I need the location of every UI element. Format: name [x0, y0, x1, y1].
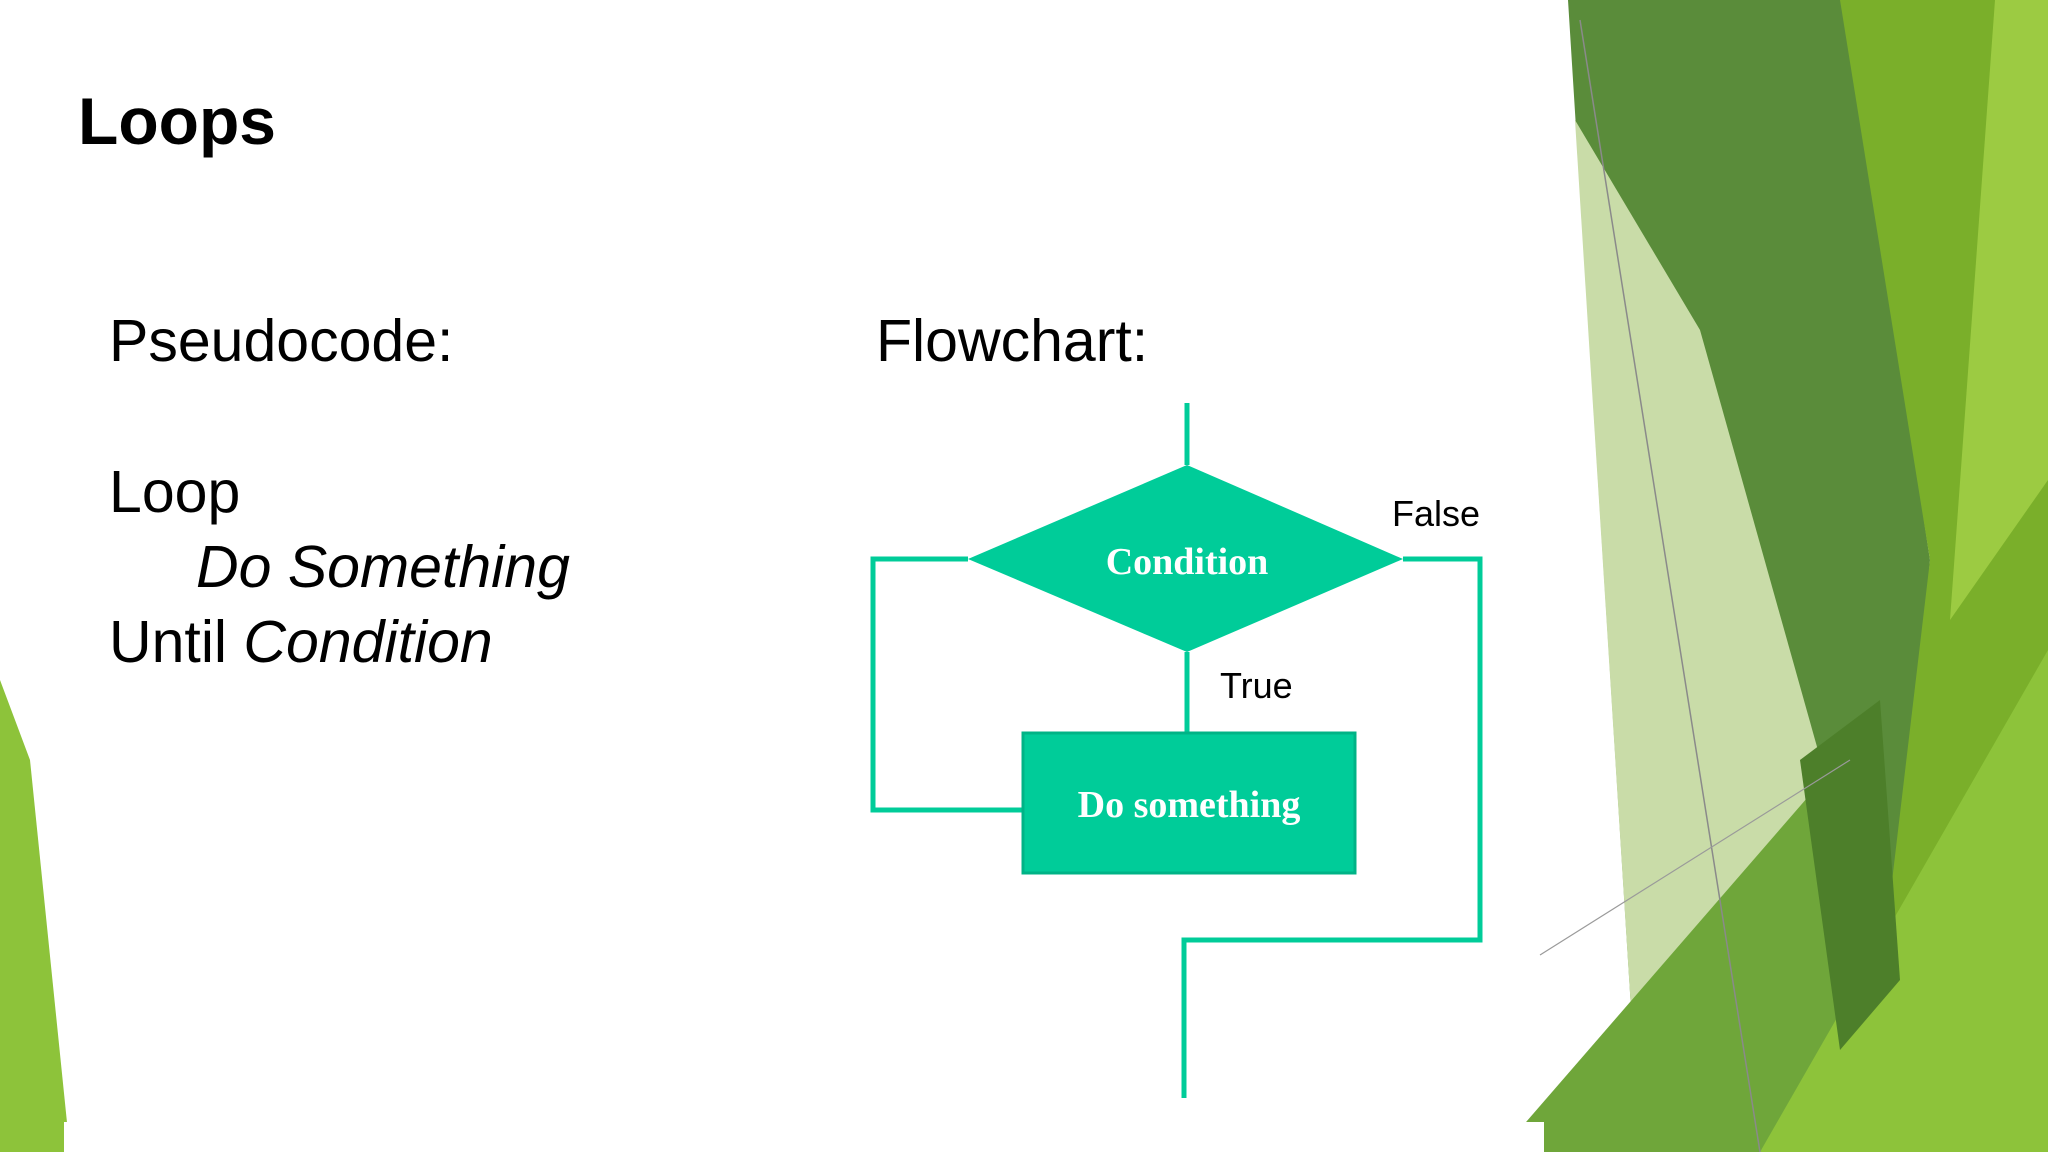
pseudocode-line-until: Until Condition	[109, 613, 493, 672]
pseudocode-line-do-something: Do Something	[196, 534, 570, 600]
condition-decision	[968, 465, 1403, 652]
thin-line	[1539, 759, 1851, 956]
white-mask-bottom	[64, 1122, 1544, 1152]
true-label: True	[1220, 665, 1293, 706]
until-condition: Condition	[243, 609, 493, 675]
flowchart-heading: Flowchart:	[876, 308, 1149, 374]
pseudocode-heading: Pseudocode:	[109, 308, 454, 374]
thin-line	[1579, 19, 1761, 1152]
green-facet-bright	[1950, 0, 2048, 620]
green-facet-bottom	[1500, 760, 1880, 1152]
slide-title: Loops	[78, 84, 276, 158]
condition-label: Condition	[1106, 541, 1269, 583]
green-facet-shadow	[1800, 700, 1900, 1050]
green-facet-left	[0, 680, 70, 1152]
until-keyword: Until	[109, 609, 244, 675]
false-label: False	[1392, 493, 1480, 534]
do-something-label: Do something	[1078, 784, 1301, 826]
green-facet-bottom-bright	[1760, 650, 2048, 1152]
false-connector	[1181, 556, 1483, 1098]
loop-back-connector	[870, 556, 1023, 813]
do-something-process	[1021, 731, 1357, 875]
pseudocode-line-loop: Loop	[109, 459, 241, 525]
